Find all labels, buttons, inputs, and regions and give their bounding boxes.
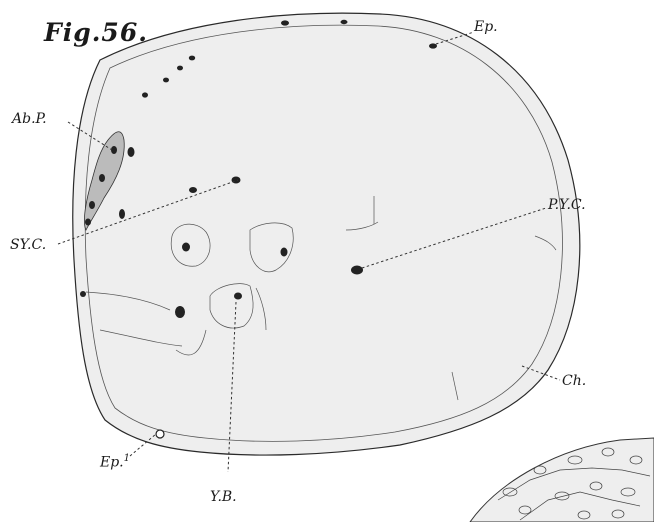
nucleus-dot xyxy=(99,174,105,182)
nucleus-dot xyxy=(281,248,288,257)
nucleus-dot xyxy=(341,20,348,24)
label-ep1-superscript: 1 xyxy=(124,453,130,464)
nucleus-dot xyxy=(234,293,242,300)
nucleus-dot xyxy=(142,92,148,97)
nucleus-dot xyxy=(175,306,185,318)
nucleus-dot xyxy=(182,243,190,252)
nucleus-dot xyxy=(232,177,241,184)
label-yb: Y.B. xyxy=(210,490,237,504)
nucleus-dot xyxy=(128,147,135,157)
adjacent-outline xyxy=(470,438,654,522)
nucleus-dot xyxy=(189,56,195,61)
nucleus-dot xyxy=(80,291,86,297)
figure-title: Fig.56. xyxy=(44,20,148,45)
nucleus-dot xyxy=(189,187,197,193)
epidermis-knob xyxy=(156,430,164,438)
label-pyc: P.Y.C. xyxy=(548,198,586,212)
label-ab-p: Ab.P. xyxy=(12,112,47,126)
label-syc: SY.C. xyxy=(10,238,46,252)
adjacent-embryo-edge xyxy=(470,438,654,522)
label-ep1-text: Ep. xyxy=(100,455,124,471)
nucleus-dot xyxy=(351,266,363,275)
label-ep1: Ep.1 xyxy=(100,454,130,470)
nucleus-dot xyxy=(163,78,169,83)
nucleus-dot xyxy=(177,66,183,71)
nucleus-dot xyxy=(119,209,125,219)
label-ep: Ep. xyxy=(474,20,498,34)
nucleus-dot xyxy=(85,219,91,226)
label-ch: Ch. xyxy=(562,374,586,388)
nucleus-dot xyxy=(89,201,95,209)
nucleus-dot xyxy=(429,43,437,48)
nucleus-dot xyxy=(281,20,289,25)
